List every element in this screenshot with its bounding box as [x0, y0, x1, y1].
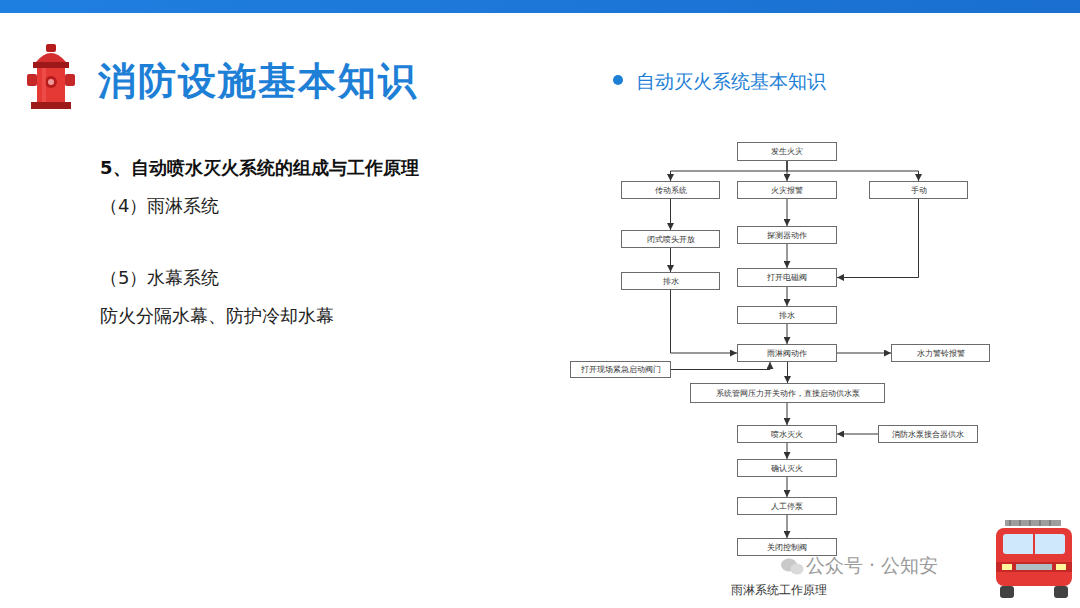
flow-arrow [837, 199, 919, 278]
box-text: 发生火灾 [771, 147, 803, 156]
flow-arrow [787, 244, 788, 268]
flow-arrow [787, 287, 788, 306]
process-box: 关闭控制阀 [737, 538, 837, 556]
bullet-dot [613, 75, 623, 85]
box-text: 水力警铃报警 [917, 349, 965, 358]
flow-arrow [787, 443, 788, 459]
process-box: 确认灭火 [737, 459, 837, 477]
flow-arrow [670, 248, 671, 272]
process-box: 手动 [869, 181, 968, 199]
box-text: 雨淋阀动作 [767, 349, 807, 358]
flow-arrow [671, 362, 770, 370]
box-text: 探测器动作 [767, 231, 807, 240]
process-box: 发生火灾 [737, 142, 837, 161]
fire-truck-icon [996, 520, 1072, 598]
process-box: 探测器动作 [737, 226, 837, 244]
box-text: 系统管网压力开关动作，直接启动供水泵 [716, 389, 860, 398]
box-text: 关闭控制阀 [767, 543, 807, 552]
figure-caption: 雨淋系统工作原理 [731, 582, 827, 599]
box-text: 排水 [663, 277, 679, 286]
flow-arrow [787, 515, 788, 538]
wechat-icon [781, 559, 804, 575]
top-bar [0, 0, 1080, 13]
flow-arrow [670, 199, 671, 230]
flow-arrow [787, 362, 788, 383]
box-text: 手动 [911, 186, 927, 195]
flow-arrow [787, 324, 788, 344]
box-text: 打开电磁阀 [767, 273, 807, 282]
process-box: 闭式喷头开放 [621, 230, 720, 248]
process-box: 排水 [621, 272, 720, 290]
flow-arrow [787, 161, 919, 181]
box-text: 火灾报警 [771, 186, 803, 195]
list-item: （4）雨淋系统 [100, 194, 219, 218]
box-text: 确认灭火 [771, 464, 803, 473]
box-text: 传动系统 [655, 186, 687, 195]
process-box: 人工停泵 [737, 497, 837, 515]
process-box: 水力警铃报警 [891, 344, 990, 362]
process-box: 火灾报警 [737, 181, 837, 199]
box-text: 喷水灭火 [771, 430, 803, 439]
process-box: 喷水灭火 [737, 425, 837, 443]
section-heading: 自动灭火系统基本知识 [636, 69, 826, 95]
watermark: 公众号 · 公知安 [806, 553, 938, 579]
flow-arrow [671, 290, 738, 353]
subheading: 5、自动喷水灭火系统的组成与工作原理 [100, 156, 419, 180]
process-box: 消防水泵接合器供水 [878, 425, 978, 443]
flow-arrow [671, 161, 788, 181]
process-box: 传动系统 [621, 181, 720, 199]
flow-arrow [787, 403, 788, 425]
flow-arrow [837, 434, 878, 435]
process-box: 打开现场紧急启动阀门 [570, 361, 671, 378]
box-text: 闭式喷头开放 [647, 235, 695, 244]
fire-hydrant-icon [27, 44, 75, 109]
process-box: 打开电磁阀 [737, 268, 837, 287]
flow-arrow [787, 477, 788, 497]
list-item: （5）水幕系统 [100, 266, 219, 290]
body-text: 防火分隔水幕、防护冷却水幕 [100, 304, 334, 328]
box-text: 排水 [779, 311, 795, 320]
process-box: 排水 [737, 306, 837, 324]
flow-arrow [837, 353, 891, 354]
slide-title: 消防设施基本知识 [98, 56, 418, 107]
process-box: 系统管网压力开关动作，直接启动供水泵 [690, 383, 885, 403]
process-box: 雨淋阀动作 [737, 344, 837, 362]
box-text: 人工停泵 [771, 502, 803, 511]
flow-arrow [787, 199, 788, 226]
box-text: 打开现场紧急启动阀门 [581, 365, 661, 374]
box-text: 消防水泵接合器供水 [892, 430, 964, 439]
